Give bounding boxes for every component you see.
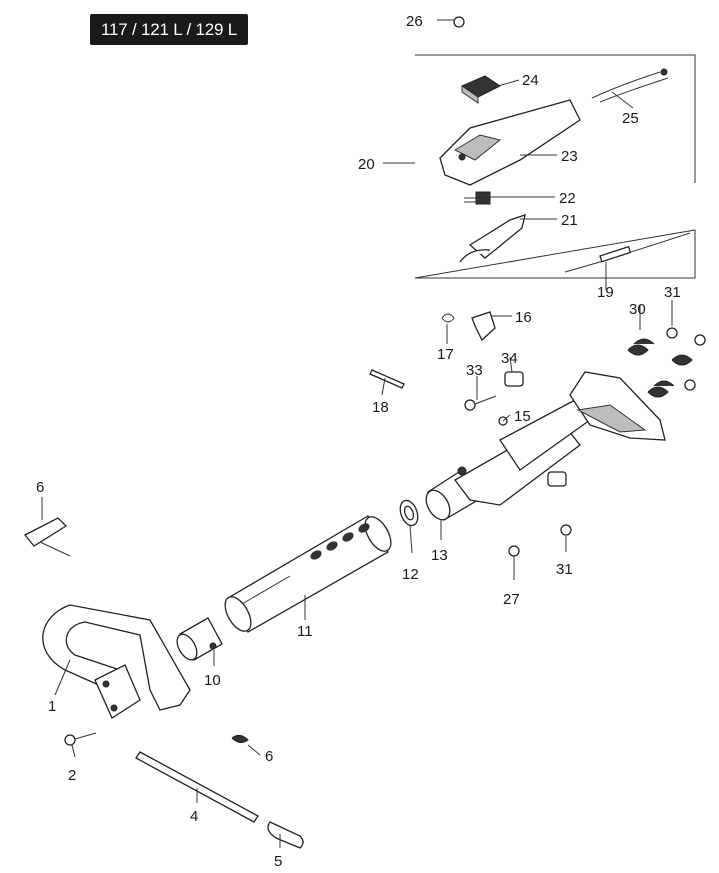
model-badge-label: 117 / 121 L / 129 L [100, 20, 238, 39]
part-23-handle-grip [439, 99, 581, 186]
part-24-button [460, 75, 501, 104]
part-label: 27 [503, 591, 520, 608]
part-17-spring [441, 313, 455, 323]
part-label: 5 [274, 853, 282, 870]
part-label: 26 [406, 13, 423, 30]
part-22-switch [464, 191, 491, 205]
part-label: 6 [36, 479, 44, 496]
leader-lines [41, 19, 673, 848]
part-1-loop-handle [42, 604, 191, 719]
part-label: 23 [561, 148, 578, 165]
part-16-pawl [471, 311, 496, 342]
part-5-cap [267, 821, 304, 849]
part-30-springs [627, 338, 693, 398]
part-6-spring [231, 734, 249, 744]
part-34-bushing [504, 371, 524, 387]
part-label: 30 [629, 301, 646, 318]
part-label: 11 [297, 623, 313, 640]
part-label: 31 [664, 284, 681, 301]
part-label: 16 [515, 309, 532, 326]
part-26-screw [453, 16, 465, 28]
part-19-cable [564, 232, 691, 273]
part-31-screws [560, 327, 706, 536]
part-label: 2 [68, 767, 76, 784]
part-34-bushing-b [547, 471, 567, 487]
part-33-screw [464, 395, 497, 411]
part-2-bolt [64, 732, 97, 746]
part-label: 10 [204, 672, 221, 689]
part-4-rod [135, 751, 259, 823]
part-label: 20 [358, 156, 375, 173]
part-10-sleeve [176, 617, 223, 661]
part-label: 4 [190, 808, 198, 825]
part-label: 12 [402, 566, 419, 583]
part-label-layer: 26 24 25 20 23 22 21 19 31 30 16 17 34 3… [36, 13, 681, 870]
assembly-20-frame [414, 54, 696, 279]
part-label: 19 [597, 284, 614, 301]
part-label: 21 [561, 212, 578, 229]
part-11-shaft-tube [224, 515, 392, 633]
part-27-screw [508, 545, 520, 557]
part-label: 33 [466, 362, 483, 379]
model-badge: 117 / 121 L / 129 L [90, 14, 248, 45]
part-label: 31 [556, 561, 573, 578]
part-label: 17 [437, 346, 454, 363]
part-label: 13 [431, 547, 448, 564]
part-label: 22 [559, 190, 576, 207]
part-25-wire [591, 68, 669, 103]
part-label: 1 [48, 698, 56, 715]
part-label: 24 [522, 72, 539, 89]
handle-lower-body [454, 399, 591, 506]
part-6-lever [23, 517, 71, 557]
part-label: 6 [265, 748, 273, 765]
part-18-pin [369, 369, 405, 389]
part-label: 15 [514, 408, 531, 425]
part-label: 34 [501, 350, 518, 367]
part-label: 18 [372, 399, 389, 416]
part-label: 25 [622, 110, 639, 127]
part-21-throttle-trigger [459, 214, 526, 263]
part-bracket-guard [569, 371, 666, 441]
